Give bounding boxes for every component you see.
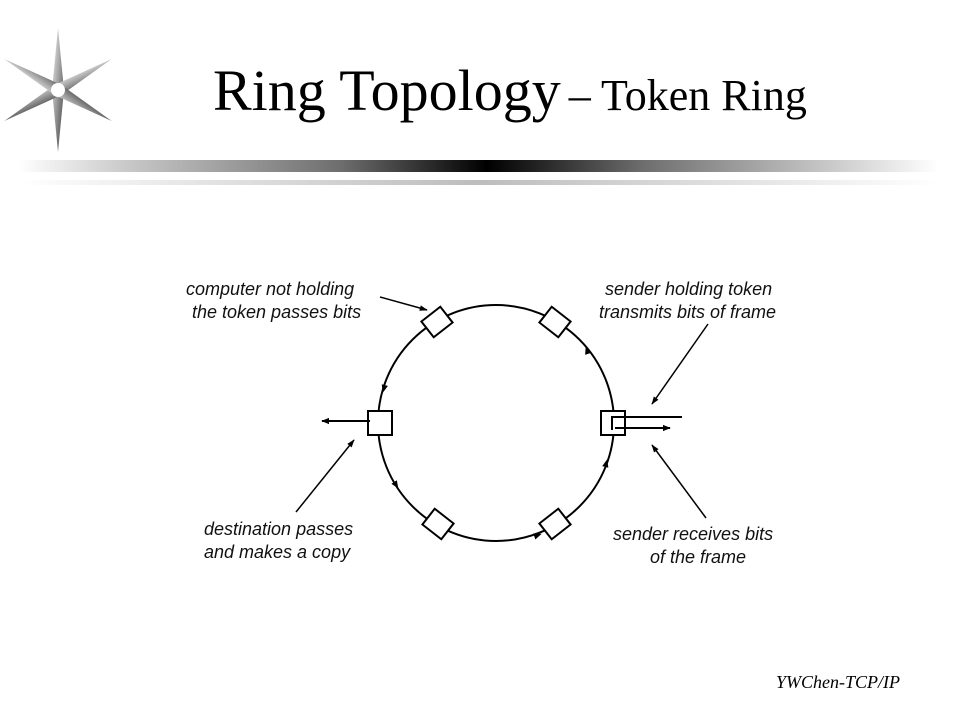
label-destination-line1: destination passes bbox=[204, 519, 353, 539]
title-underline-thin-rule bbox=[18, 180, 938, 185]
ring-circle bbox=[377, 304, 615, 542]
label-not-holding-line2: the token passes bits bbox=[192, 302, 361, 322]
ring-direction-arrow bbox=[585, 346, 592, 355]
label-destination-line2: and makes a copy bbox=[204, 542, 351, 562]
title-subtitle: – Token Ring bbox=[568, 71, 807, 120]
label-sender-receives-line1: sender receives bits bbox=[613, 524, 773, 544]
station-bottom-right bbox=[537, 507, 573, 541]
pointer-not-holding bbox=[379, 296, 428, 311]
sender-input-line bbox=[611, 416, 682, 430]
pointer-sender-holding bbox=[651, 323, 709, 405]
ring-direction-arrow bbox=[391, 480, 399, 489]
pointer-sender-receives bbox=[651, 444, 707, 519]
slide-title: Ring Topology – Token Ring bbox=[213, 62, 807, 120]
station-bottom-left bbox=[420, 507, 456, 541]
station-top-right bbox=[537, 305, 573, 339]
footer-credit: YWChen-TCP/IP bbox=[776, 672, 900, 692]
station-top-left bbox=[419, 305, 455, 339]
label-not-holding-line1: computer not holding bbox=[186, 279, 354, 299]
title-underline-rule bbox=[18, 160, 938, 172]
pointer-destination bbox=[295, 439, 355, 513]
starburst-logo-icon bbox=[4, 28, 112, 152]
label-sender-holding-line2: transmits bits of frame bbox=[599, 302, 776, 322]
ring-direction-arrow bbox=[381, 384, 388, 393]
station-left bbox=[367, 410, 393, 436]
title-main: Ring Topology bbox=[213, 58, 561, 123]
label-sender-holding-line1: sender holding token bbox=[605, 279, 772, 299]
label-sender-receives-line2: of the frame bbox=[650, 547, 746, 567]
